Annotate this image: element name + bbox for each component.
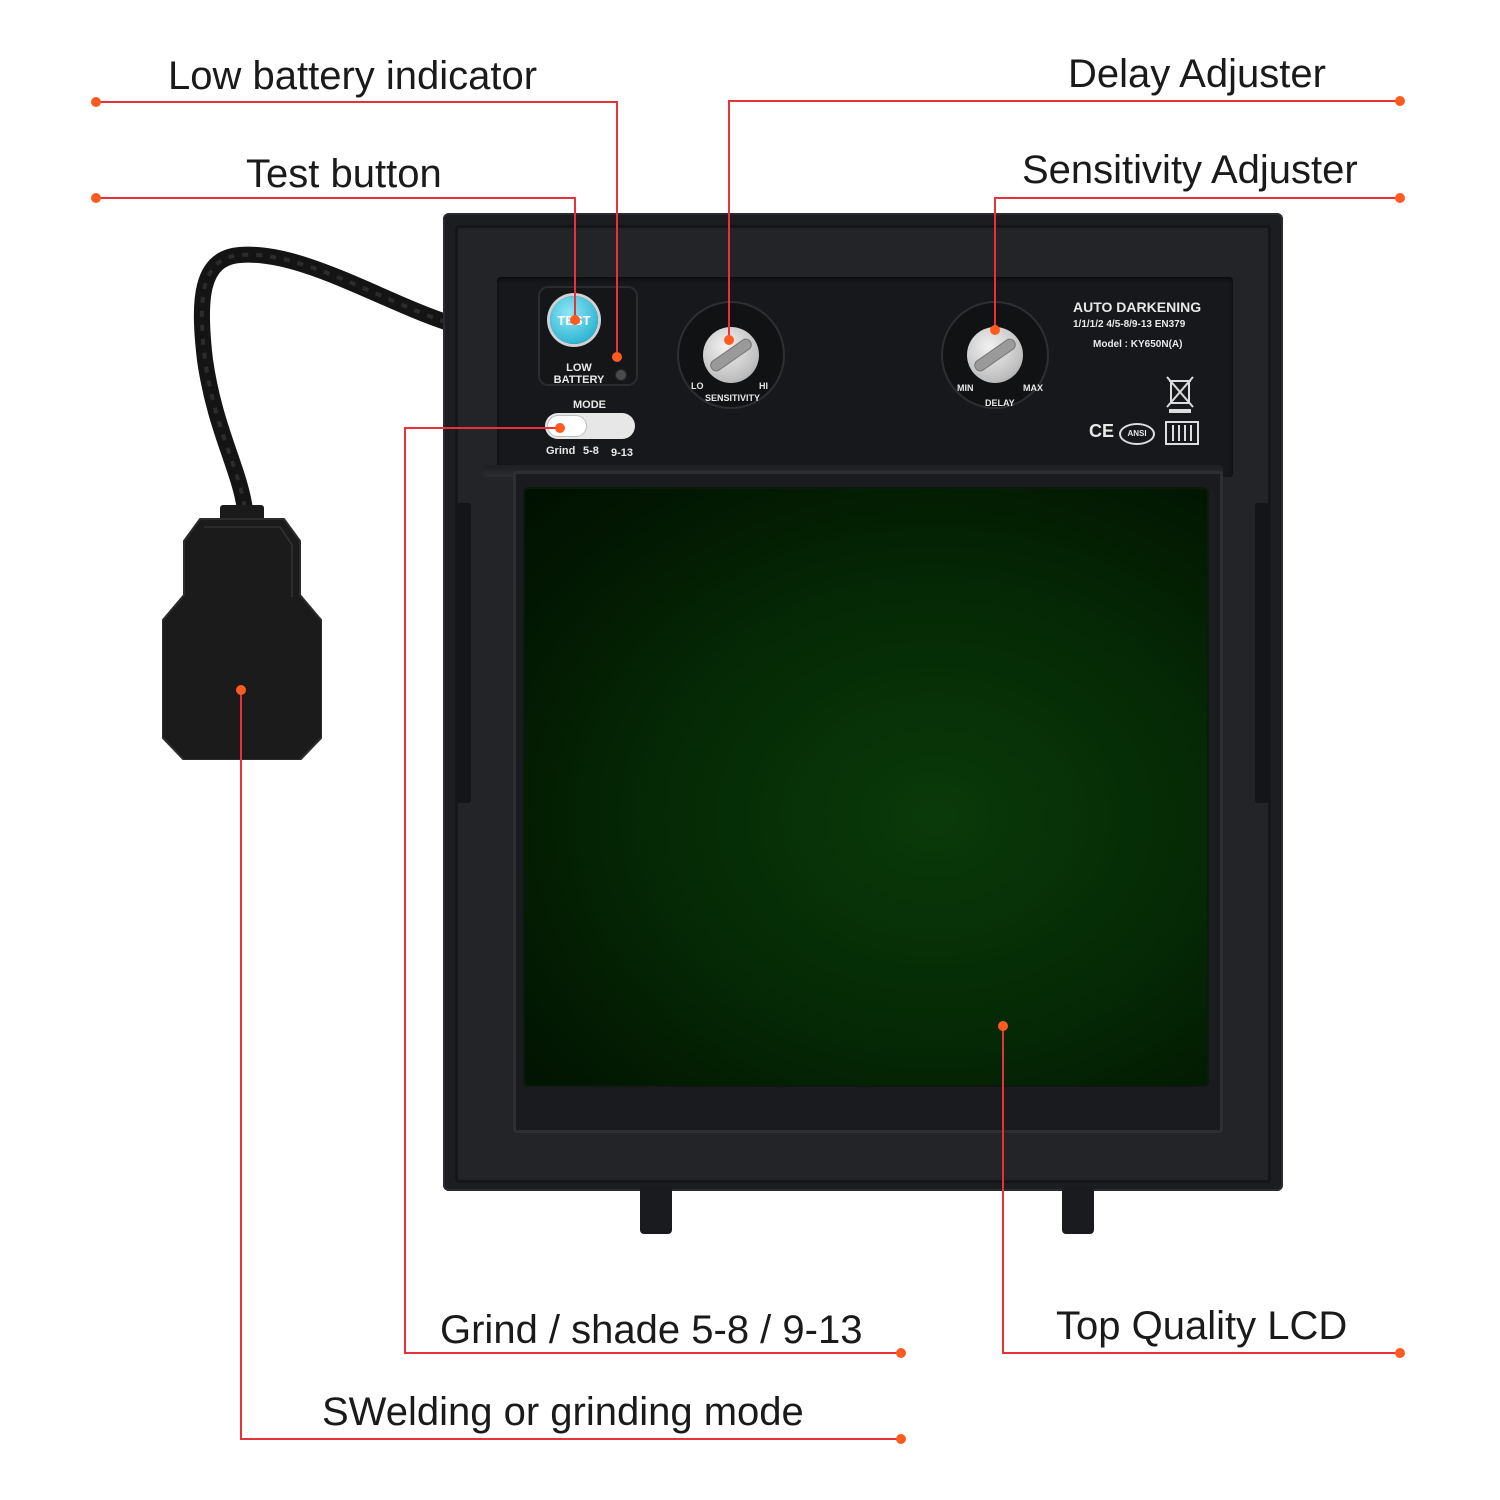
bottom-clip-right [1062, 1186, 1094, 1234]
callout-dot-sensitivity [1395, 193, 1405, 203]
barcode-icon [1165, 421, 1199, 445]
external-sensor [162, 505, 322, 760]
delay-knob[interactable] [943, 303, 1047, 407]
callout-dot-sensitivity-end [990, 325, 1000, 335]
delay-max-label: MAX [1023, 383, 1043, 393]
bottom-clip-left [640, 1186, 672, 1234]
left-side-tab [457, 503, 471, 803]
label-sensitivity-adjuster: Sensitivity Adjuster [1022, 148, 1358, 192]
mode-label: MODE [573, 399, 606, 411]
callout-line-low-battery [96, 101, 618, 357]
low-battery-label: LOW BATTERY [553, 362, 605, 386]
low-battery-led [615, 369, 627, 381]
callout-line-delay [728, 100, 1400, 340]
label-test-button: Test button [246, 152, 442, 196]
label-delay-adjuster: Delay Adjuster [1068, 52, 1326, 96]
callout-dot-delay-end [724, 335, 734, 345]
right-side-tab [1255, 503, 1269, 803]
sensitivity-lo-label: LO [691, 381, 704, 391]
callout-line-sensor [240, 690, 901, 1440]
callout-dot-sensor-end [236, 685, 246, 695]
model-number: Model : KY650N(A) [1093, 339, 1183, 350]
callout-line-lcd [1002, 1026, 1400, 1354]
lcd-lens [523, 487, 1209, 1087]
delay-label: DELAY [985, 398, 1015, 408]
ansi-badge: ANSI [1119, 423, 1155, 445]
ansi-label: ANSI [1127, 429, 1147, 438]
delay-min-label: MIN [957, 383, 974, 393]
delay-knob-face[interactable] [967, 327, 1023, 383]
label-grind-shade: Grind / shade 5-8 / 9-13 [440, 1308, 863, 1352]
sensitivity-hi-label: HI [759, 381, 768, 391]
ce-mark: CE [1089, 421, 1115, 441]
auto-darkening-filter: TEST LOW BATTERY MODE Grind 5-8 9-13 LO … [443, 213, 1283, 1191]
lcd-frame [513, 471, 1223, 1133]
label-welding-or-grinding-mode: SWelding or grinding mode [322, 1390, 804, 1434]
mode-option-9-13: 9-13 [611, 447, 634, 459]
callout-line-test-button [96, 197, 576, 320]
callout-dot-mode-switch-end [555, 423, 565, 433]
mode-option-grind: Grind [546, 445, 576, 457]
callout-dot-lcd-end [998, 1021, 1008, 1031]
mode-option-5-8: 5-8 [583, 445, 599, 457]
callout-dot-sensor [896, 1434, 906, 1444]
callout-line-mode-switch [404, 427, 901, 1354]
callout-dot-mode-switch [896, 1348, 906, 1358]
weee-bin-icon [1166, 376, 1194, 413]
sensitivity-label: SENSITIVITY [705, 393, 761, 403]
shade-spec: 1/1/1/2 4/5-8/9-13 EN379 [1073, 319, 1186, 330]
callout-dot-low-battery-end [612, 352, 622, 362]
label-low-battery-indicator: Low battery indicator [168, 54, 538, 98]
callout-dot-delay [1395, 96, 1405, 106]
callout-dot-test-button [91, 193, 101, 203]
callout-dot-test-button-end [570, 315, 580, 325]
callout-dot-lcd [1395, 1348, 1405, 1358]
callout-line-sensitivity [994, 197, 1400, 330]
callout-dot-low-battery [91, 97, 101, 107]
filter-title: AUTO DARKENING [1073, 299, 1202, 315]
label-top-quality-lcd: Top Quality LCD [1056, 1304, 1348, 1348]
